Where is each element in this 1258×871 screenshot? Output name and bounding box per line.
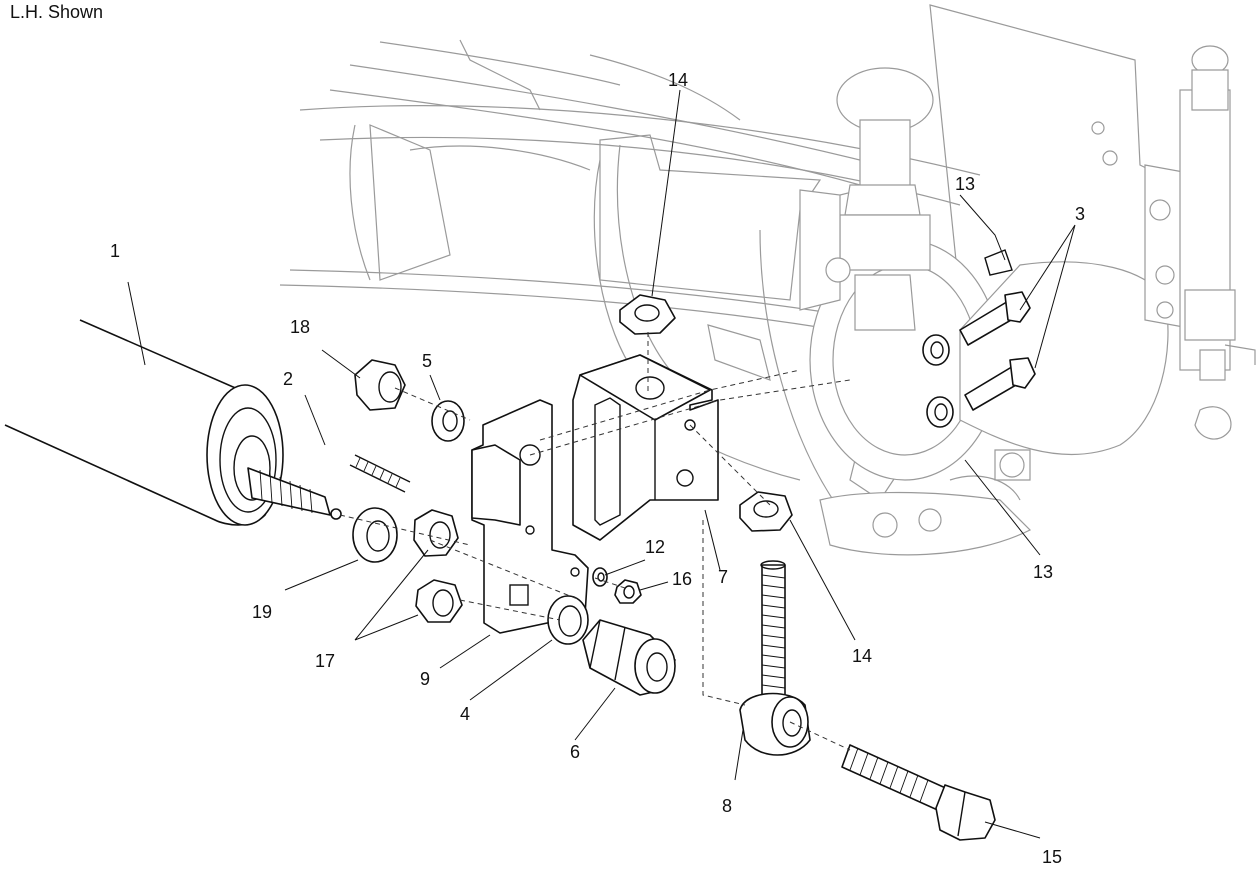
- callout-12: 12: [645, 537, 665, 557]
- part-16-nut: [614, 579, 642, 604]
- callout-14-lower: 14: [852, 646, 872, 666]
- callout-2: 2: [283, 369, 293, 389]
- part-17-nuts: [413, 509, 463, 623]
- view-caption: L.H. Shown: [10, 2, 104, 22]
- leader-lines: [127, 89, 1076, 839]
- part-1-roller: [4, 319, 342, 526]
- part-7-bracket: [572, 354, 719, 541]
- part-14-nut-lower: [739, 491, 793, 532]
- callout-labels: 1 2 18 5 19 17 9 4 6 8 15 14 14 7 12 16 …: [110, 70, 1085, 867]
- callout-1: 1: [110, 241, 120, 261]
- part-6-coupling-nut: [582, 619, 676, 696]
- callout-13-top: 13: [955, 174, 975, 194]
- callout-9: 9: [420, 669, 430, 689]
- callout-3: 3: [1075, 204, 1085, 224]
- callout-15: 15: [1042, 847, 1062, 867]
- part-5-washer: [431, 400, 465, 442]
- part-18-nut: [354, 359, 406, 411]
- callout-16: 16: [672, 569, 692, 589]
- callout-6: 6: [570, 742, 580, 762]
- callout-13-lower: 13: [1033, 562, 1053, 582]
- callout-7: 7: [718, 567, 728, 587]
- part-15-bolt: [841, 744, 996, 841]
- callout-4: 4: [460, 704, 470, 724]
- callout-19: 19: [252, 602, 272, 622]
- part-4-lock-washer: [547, 595, 589, 645]
- part-19-washer: [352, 507, 398, 563]
- part-3-bolts: [922, 249, 1036, 428]
- part-2-threaded-rod: [349, 454, 411, 493]
- callout-8: 8: [722, 796, 732, 816]
- callout-18: 18: [290, 317, 310, 337]
- callout-14-top: 14: [668, 70, 688, 90]
- part-9-plate: [471, 399, 589, 634]
- background-mower-assembly: [279, 4, 1256, 556]
- part-12-washer: [592, 567, 608, 587]
- assembly-centerlines: [339, 332, 851, 751]
- part-14-nut-top: [619, 294, 676, 335]
- callout-5: 5: [422, 351, 432, 371]
- callout-17: 17: [315, 651, 335, 671]
